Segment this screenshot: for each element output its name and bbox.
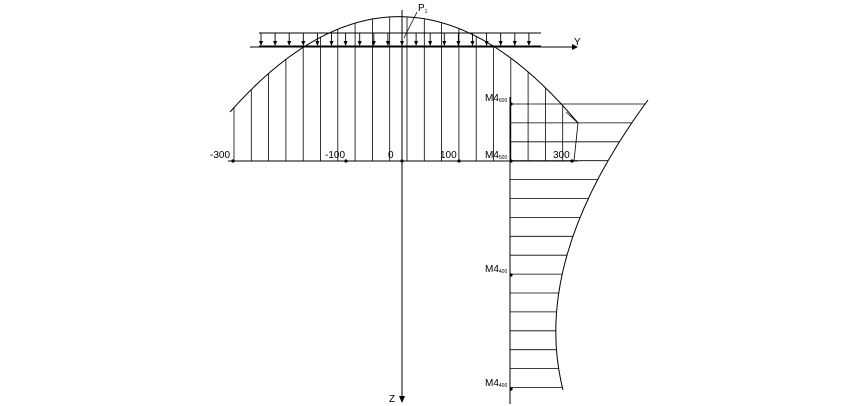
- load-arrow-icon: [343, 41, 348, 46]
- point-dot: [509, 387, 513, 391]
- point-label-3: M4400: [485, 264, 507, 275]
- load-arrow-icon: [357, 41, 362, 46]
- load-arrow-icon: [428, 41, 433, 46]
- load-arrow-icon: [301, 41, 306, 46]
- load-label: P1: [418, 3, 428, 15]
- tick-label-0: 0: [388, 150, 394, 161]
- curve-hatch-lines: [233, 16, 579, 162]
- point-label-4: M4400: [485, 378, 507, 389]
- load-arrow-icon: [315, 41, 320, 46]
- tick-dot: [231, 159, 235, 163]
- tick-dot: [457, 159, 461, 163]
- load-arrow-icon: [287, 41, 292, 46]
- load-arrow-icon: [498, 41, 503, 46]
- point-label-1: M4600: [485, 93, 507, 104]
- load-arrow-icon: [470, 41, 475, 46]
- load-arrow-icon: [329, 41, 334, 46]
- point-markers: [509, 102, 513, 391]
- tick-label-neg300: -300: [210, 150, 230, 161]
- point-label-2: M4500: [485, 150, 507, 161]
- curve-end-segment: [565, 111, 579, 124]
- load-arrow-icon: [259, 41, 263, 46]
- pressure-curve: [229, 16, 579, 124]
- load-arrow-icon: [273, 41, 278, 46]
- pile-pressure-curve: [555, 99, 649, 391]
- load-arrow-icon: [385, 41, 390, 46]
- tick-dot: [344, 159, 348, 163]
- z-axis-arrow-icon: [399, 396, 405, 403]
- load-arrow-icon: [442, 41, 447, 46]
- pile-hatch-lines: [510, 103, 646, 388]
- point-dot: [509, 273, 513, 277]
- load-arrow-icon: [414, 41, 419, 46]
- point-dot: [509, 159, 513, 163]
- tick-label-300: 300: [553, 150, 570, 161]
- load-pointer-line: [403, 11, 418, 39]
- distributed-load: [259, 32, 541, 47]
- tick-label-100: 100: [440, 150, 457, 161]
- load-arrow-icon: [526, 41, 531, 46]
- tick-label-neg100: -100: [325, 150, 345, 161]
- load-arrow-icon: [456, 41, 461, 46]
- y-axis-arrow-icon: [572, 44, 578, 50]
- load-arrow-icon: [512, 41, 517, 46]
- z-axis-label: Z: [389, 394, 395, 405]
- point-dot: [509, 102, 513, 106]
- y-axis-label: Y: [574, 37, 581, 48]
